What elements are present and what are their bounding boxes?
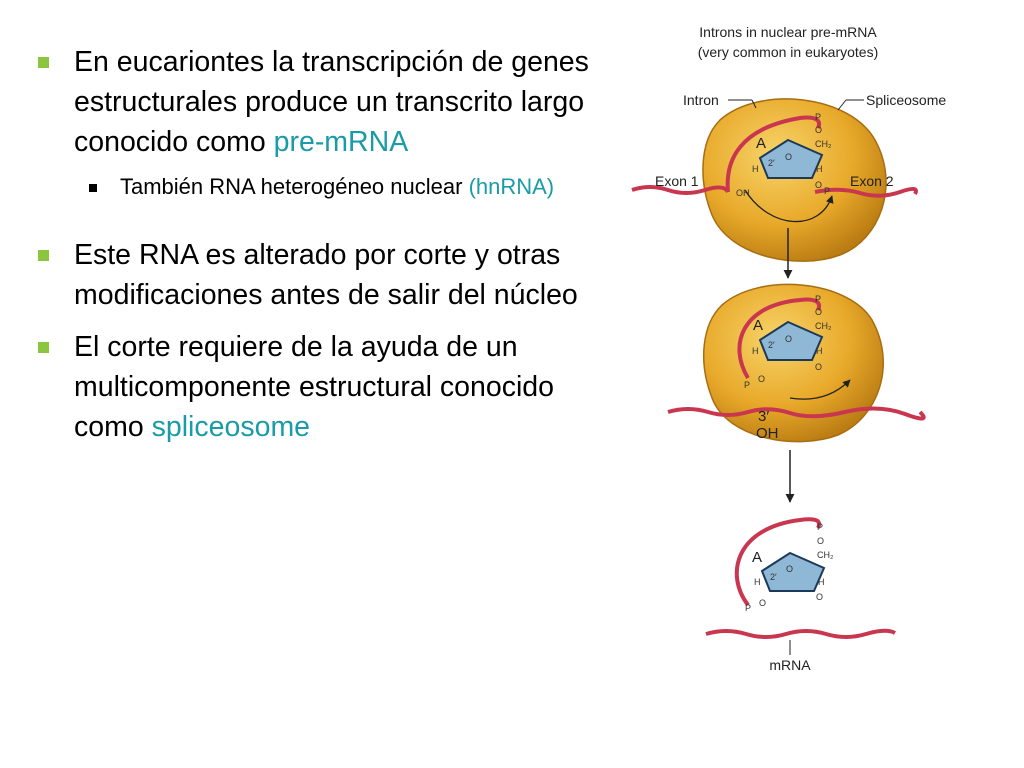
attack-arrow-2 [789, 379, 851, 400]
svg-text:CH₂: CH₂ [817, 550, 834, 560]
highlight-spliceosome: spliceosome [151, 411, 311, 443]
svg-text:2′: 2′ [768, 340, 775, 350]
oh-label: OH [756, 425, 779, 442]
svg-text:O: O [785, 334, 792, 344]
svg-text:H: H [752, 164, 759, 174]
svg-text:CH₂: CH₂ [815, 321, 832, 331]
svg-text:A: A [756, 135, 766, 152]
intron-label: Intron [683, 92, 719, 108]
highlight-hnrna: (hnRNA) [468, 174, 555, 199]
svg-text:P: P [744, 380, 750, 390]
svg-text:H: H [816, 346, 823, 356]
mrna-strand [705, 628, 896, 639]
svg-text:H: H [818, 577, 825, 587]
svg-text:O: O [786, 564, 793, 574]
diagram-title-1: Introns in nuclear pre-mRNA [699, 24, 877, 40]
bullet-spliceosome: El corte requiere de la ayuda de un mult… [30, 327, 590, 447]
svg-text:O: O [759, 598, 766, 608]
svg-text:H: H [752, 346, 759, 356]
stage-1: A P O CH₂ O 2′ H H OH O P Intron Spliceo… [631, 92, 946, 262]
spliceosome-label: Spliceosome [866, 92, 946, 108]
svg-text:H: H [816, 164, 823, 174]
ribose-ring-2 [758, 320, 824, 361]
highlight-pre-mrna: pre-mRNA [273, 126, 409, 158]
svg-text:O: O [815, 307, 822, 317]
svg-text:O: O [785, 152, 792, 162]
svg-text:O: O [758, 374, 765, 384]
exon2-label: Exon 2 [850, 173, 894, 189]
svg-text:O: O [815, 125, 822, 135]
bullet-alterado: Este RNA es alterado por corte y otras m… [30, 235, 590, 315]
svg-text:P: P [815, 294, 821, 304]
ribose-ring-1 [758, 138, 824, 179]
svg-text:OH: OH [736, 188, 750, 198]
three-prime-label: 3′ [758, 408, 769, 425]
lariat-intron [734, 517, 821, 607]
svg-text:P: P [815, 112, 821, 122]
svg-text:P: P [817, 522, 823, 532]
mrna-label: mRNA [769, 657, 811, 673]
svg-text:H: H [754, 577, 761, 587]
stage-2: A P O CH₂ O 2′ H H O P O 3′ OH [667, 283, 926, 443]
exon-strand-2 [667, 406, 926, 421]
svg-text:CH₂: CH₂ [815, 139, 832, 149]
spliceosome-blob-2 [703, 283, 884, 443]
svg-text:A: A [752, 549, 762, 566]
svg-text:O: O [815, 180, 822, 190]
svg-text:A: A [753, 317, 763, 334]
svg-text:O: O [816, 592, 823, 602]
svg-text:O: O [817, 536, 824, 546]
intron-loop-1 [725, 115, 821, 193]
svg-text:P: P [824, 186, 830, 196]
stage-3: A P O CH₂ O 2′ H H O P O mRNA [705, 517, 896, 673]
ribose-ring-3 [760, 551, 826, 592]
exon1-label: Exon 1 [655, 173, 699, 189]
svg-text:O: O [815, 362, 822, 372]
svg-text:P: P [745, 603, 751, 613]
diagram-title-2: (very common in eukaryotes) [698, 44, 879, 60]
sub-bullet-hnrna: También RNA heterogéneo nuclear (hnRNA) [30, 170, 590, 203]
attack-arrow-1 [744, 189, 834, 223]
svg-text:2′: 2′ [770, 572, 777, 582]
svg-text:2′: 2′ [768, 158, 775, 168]
exon1-strand [631, 185, 730, 195]
bullet-list: En eucariontes la transcripción de genes… [30, 42, 590, 447]
bullet-eucariontes: En eucariontes la transcripción de genes… [30, 42, 590, 162]
exon2-strand [814, 187, 918, 198]
intron-loop-2 [737, 297, 821, 380]
